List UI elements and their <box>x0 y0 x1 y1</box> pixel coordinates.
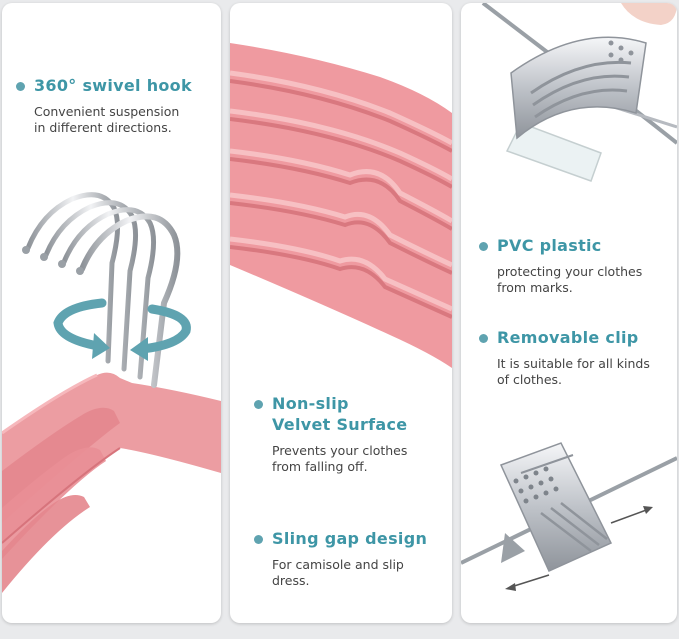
hanger-hooks-illustration <box>2 192 221 593</box>
dot-bullet-icon <box>479 334 488 343</box>
feature-title: Removable clip <box>497 328 639 347</box>
feature-desc: For camisole and slip dress. <box>272 557 404 588</box>
feature-title: 360° swivel hook <box>34 76 192 95</box>
feature-swivel-hook: 360° swivel hook Convenient suspension i… <box>16 75 192 136</box>
dot-bullet-icon <box>16 82 25 91</box>
rotation-arrows-icon <box>53 298 191 361</box>
dot-bullet-icon <box>254 400 263 409</box>
pink-velvet-stack <box>230 43 452 368</box>
dot-bullet-icon <box>254 535 263 544</box>
feature-sling-gap: Sling gap design For camisole and slip d… <box>254 528 427 589</box>
clip-illustration <box>461 3 677 591</box>
feature-title: Non-slip Velvet Surface <box>272 394 408 434</box>
velvet-closeup-illustration <box>230 43 452 368</box>
top-clip <box>481 3 677 182</box>
feature-desc: Convenient suspension in different direc… <box>34 104 180 135</box>
feature-desc: protecting your clothes from marks. <box>497 264 643 295</box>
feature-velvet-surface: Non-slip Velvet Surface Prevents your cl… <box>254 393 407 475</box>
feature-pvc-plastic: PVC plastic protecting your clothes from… <box>479 235 642 296</box>
feature-title: PVC plastic <box>497 236 602 255</box>
feature-desc: Prevents your clothes from falling off. <box>272 443 408 474</box>
bottom-clip <box>461 442 677 591</box>
panel-velvet-surface: Non-slip Velvet Surface Prevents your cl… <box>230 3 452 623</box>
feature-removable-clip: Removable clip It is suitable for all ki… <box>479 327 650 388</box>
pink-hanger-bodies <box>2 372 221 593</box>
feature-desc: It is suitable for all kinds of clothes. <box>497 356 650 387</box>
panel-swivel-hook: 360° swivel hook Convenient suspension i… <box>2 3 221 623</box>
dot-bullet-icon <box>479 242 488 251</box>
metal-hooks <box>22 192 181 388</box>
feature-title: Sling gap design <box>272 529 428 548</box>
panel-clip: PVC plastic protecting your clothes from… <box>461 3 677 623</box>
